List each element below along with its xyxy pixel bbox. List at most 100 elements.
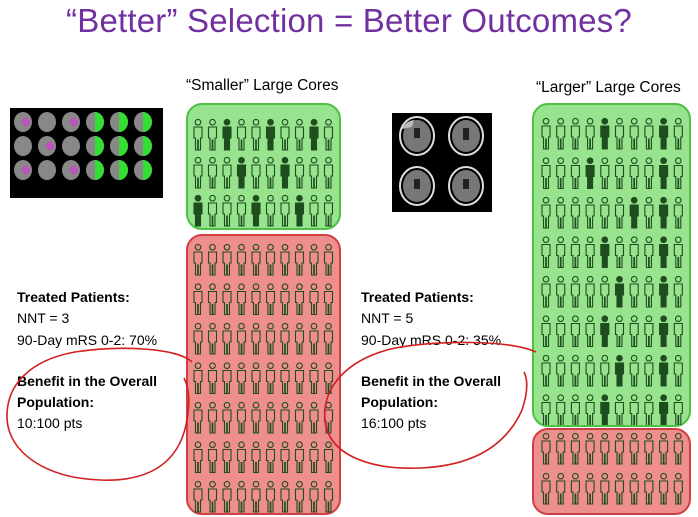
perfusion-imaging-icon: [10, 108, 163, 198]
patient-figure: [541, 275, 551, 308]
patient-figure: [659, 432, 669, 465]
patient-figure: [614, 472, 625, 505]
patient-figure: [600, 117, 610, 150]
patient-figure: [659, 196, 669, 229]
left-nnt: NNT = 3: [17, 310, 70, 326]
patient-figure: [585, 157, 595, 190]
patient-figure: [280, 194, 290, 227]
patient-figure: [294, 243, 305, 276]
patient-figure: [193, 401, 203, 434]
patient-figure: [644, 354, 654, 387]
patient-figure: [570, 472, 580, 505]
patient-figure: [585, 117, 595, 150]
patient-figure: [600, 315, 610, 348]
patient-figure: [614, 196, 625, 229]
patient-figure: [222, 322, 232, 355]
patient-figure: [265, 194, 276, 227]
right-nnt: NNT = 5: [361, 310, 414, 326]
patient-figure: [280, 243, 290, 276]
patient-figure: [600, 432, 610, 465]
patient-figure: [585, 315, 595, 348]
patient-figure: [193, 480, 203, 513]
patient-figure: [280, 362, 290, 395]
patient-figure: [251, 243, 261, 276]
patient-figure: [193, 362, 203, 395]
patient-figure: [193, 194, 203, 227]
patient-figure: [236, 362, 247, 395]
patient-figure: [251, 156, 261, 189]
patient-figure: [570, 196, 580, 229]
patient-figure: [251, 441, 261, 474]
patient-figure: [659, 354, 669, 387]
patient-figure: [644, 315, 654, 348]
patient-figure: [541, 432, 551, 465]
patient-figure: [541, 117, 551, 150]
patient-figure: [309, 480, 319, 513]
patient-figure: [614, 432, 625, 465]
patient-figure: [600, 196, 610, 229]
patient-figure: [600, 157, 610, 190]
patient-figure: [236, 322, 247, 355]
patient-figure: [265, 243, 276, 276]
patient-figure: [629, 196, 639, 229]
patient-figure: [600, 394, 610, 425]
patient-figure: [251, 480, 261, 513]
patient-figure: [570, 157, 580, 190]
patient-figure: [600, 354, 610, 387]
patient-figure: [629, 472, 639, 505]
patient-figure: [600, 275, 610, 308]
patient-figure: [629, 236, 639, 269]
patient-figure: [294, 480, 305, 513]
patient-figure: [556, 432, 566, 465]
patient-figure: [323, 480, 334, 513]
right-treated-heading: Treated Patients:: [361, 289, 474, 305]
patient-figure: [659, 117, 669, 150]
patient-figure: [644, 117, 654, 150]
patient-figure: [294, 322, 305, 355]
patient-figure: [280, 480, 290, 513]
patient-figure: [629, 315, 639, 348]
patient-figure: [207, 401, 218, 434]
patient-figure: [629, 432, 639, 465]
patient-figure: [236, 118, 247, 151]
patient-figure: [644, 236, 654, 269]
right-benefit-value: 16:100 pts: [361, 415, 427, 431]
patient-figure: [585, 432, 595, 465]
patient-figure: [629, 394, 639, 425]
patient-figure: [265, 322, 276, 355]
patient-figure: [236, 401, 247, 434]
patient-figure: [659, 157, 669, 190]
patient-figure: [251, 194, 261, 227]
patient-figure: [673, 472, 683, 505]
patient-figure: [236, 194, 247, 227]
patient-figure: [644, 157, 654, 190]
patient-figure: [614, 275, 625, 308]
patient-figure: [207, 194, 218, 227]
patient-figure: [236, 283, 247, 316]
patient-figure: [585, 394, 595, 425]
patient-figure: [236, 156, 247, 189]
left-mrs: 90-Day mRS 0-2: 70%: [17, 332, 158, 348]
patient-figure: [222, 362, 232, 395]
patient-figure: [541, 236, 551, 269]
patient-figure: [309, 441, 319, 474]
patient-figure: [614, 157, 625, 190]
patient-figure: [644, 432, 654, 465]
patient-figure: [600, 236, 610, 269]
patient-figure: [323, 194, 334, 227]
patient-figure: [222, 243, 232, 276]
patient-figure: [193, 441, 203, 474]
patient-figure: [309, 322, 319, 355]
patient-figure: [193, 118, 203, 151]
patient-figure: [309, 401, 319, 434]
patient-figure: [541, 157, 551, 190]
patient-figure: [556, 394, 566, 425]
patient-figure: [614, 394, 625, 425]
patient-figure: [673, 432, 683, 465]
right-benefit-heading-2: Population:: [361, 394, 438, 410]
patient-figure: [309, 283, 319, 316]
patient-figure: [265, 156, 276, 189]
patient-figure: [309, 243, 319, 276]
slide-title: “Better” Selection = Better Outcomes?: [66, 2, 632, 39]
patient-figure: [265, 283, 276, 316]
